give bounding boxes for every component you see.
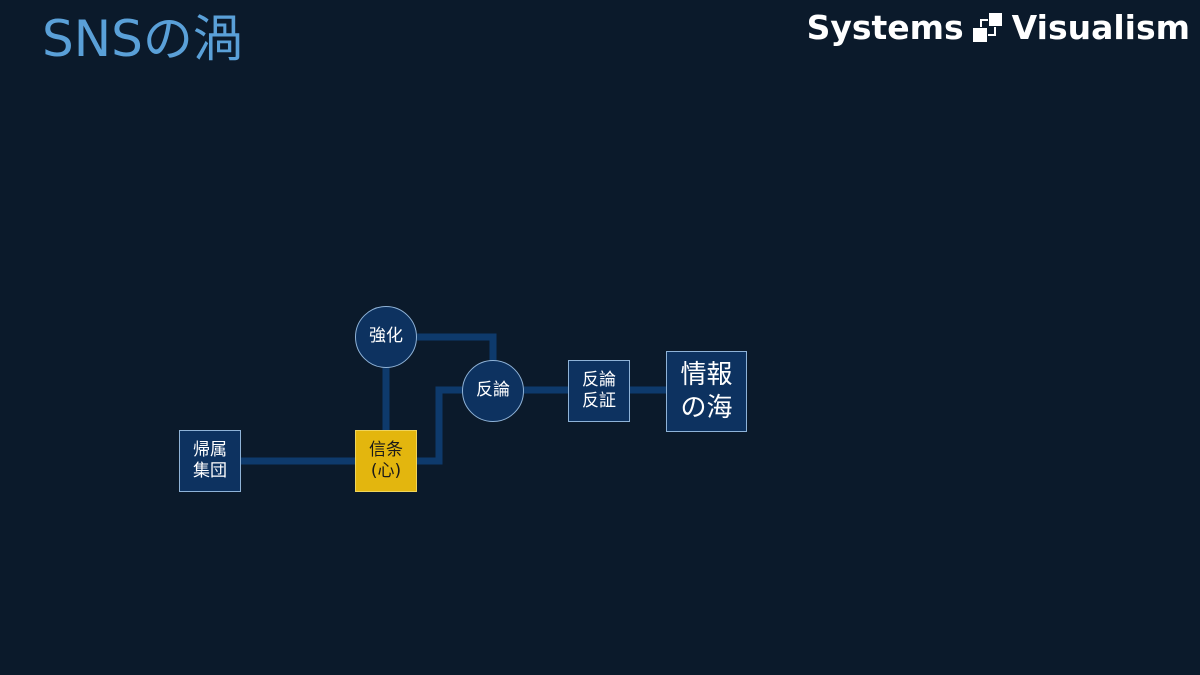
node-joho-no-umi-label: 情報 の海	[680, 360, 733, 423]
node-shinjo: 信条 (心)	[355, 430, 417, 492]
page-title: SNSの渦	[42, 10, 243, 68]
brand-logo: Systems Visualism	[807, 8, 1190, 47]
node-hanron-hansho: 反論 反証	[568, 360, 630, 422]
node-kyoka: 強化	[355, 306, 417, 368]
brand-right-text: Visualism	[1011, 8, 1190, 47]
node-kizoku-shudan: 帰属 集団	[179, 430, 241, 492]
node-hanron-label: 反論	[476, 380, 510, 401]
node-shinjo-label: 信条 (心)	[369, 439, 403, 481]
node-kizoku-shudan-label: 帰属 集団	[193, 439, 227, 481]
brand-left-text: Systems	[806, 8, 964, 47]
connector-kyoka-hanron	[417, 333, 497, 361]
node-hanron-hansho-label: 反論 反証	[582, 369, 616, 411]
node-kyoka-label: 強化	[369, 326, 403, 347]
node-hanron: 反論	[462, 360, 524, 422]
systems-visualism-logo-icon	[972, 12, 1002, 42]
connector-shinjo-hanron	[417, 386, 462, 465]
node-joho-no-umi: 情報 の海	[666, 351, 747, 432]
